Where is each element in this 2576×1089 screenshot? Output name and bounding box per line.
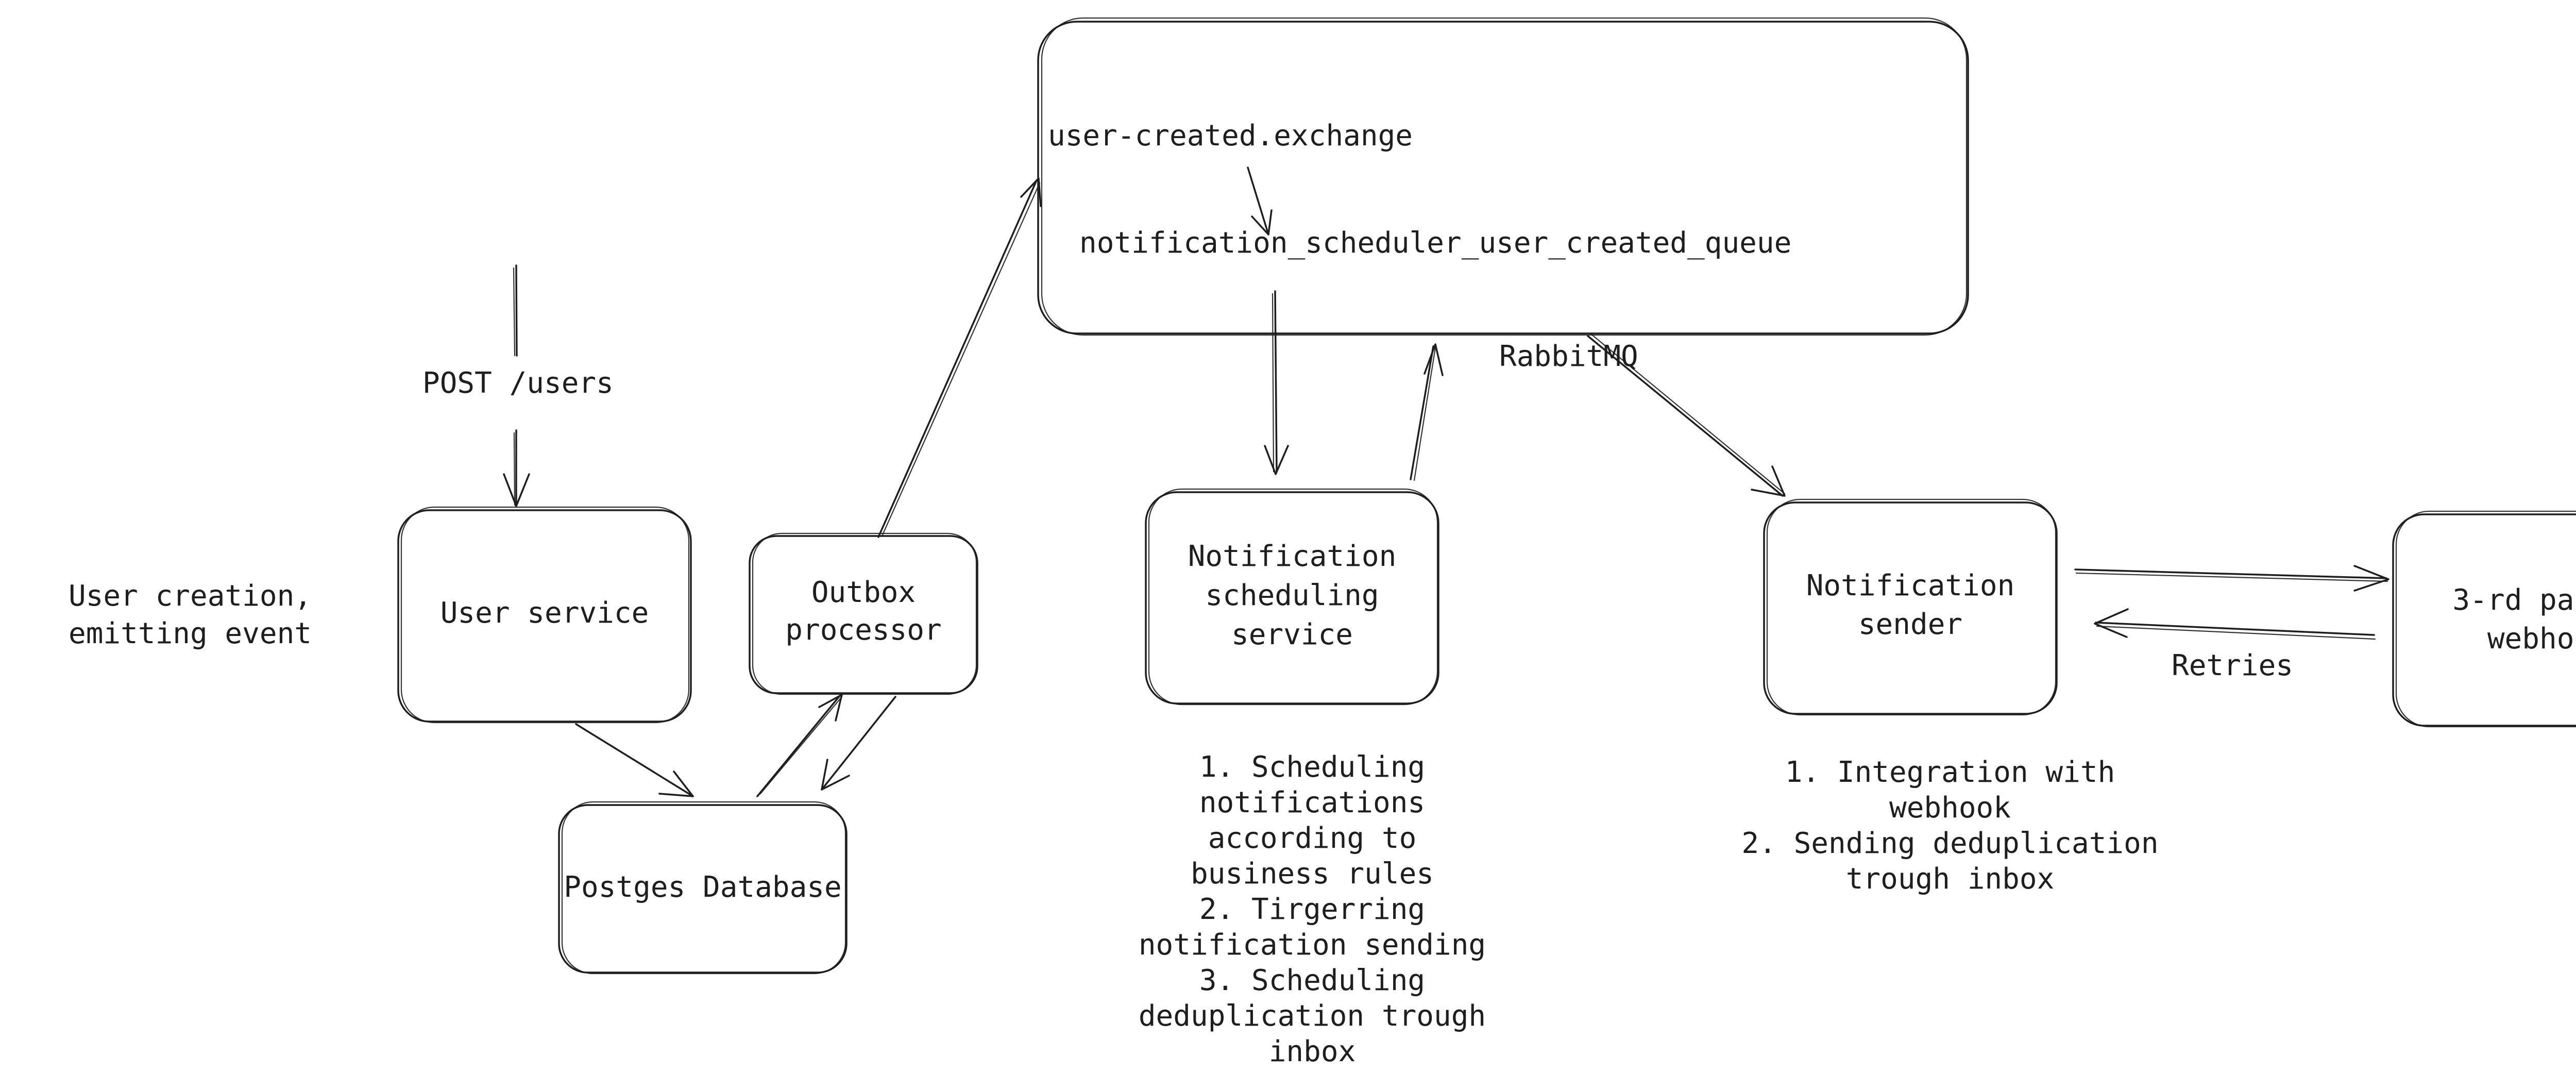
side-note: User creation, emitting event bbox=[69, 579, 312, 650]
postgres-to-outbox-arrow bbox=[756, 694, 843, 797]
outbox-to-postgres-arrow bbox=[821, 696, 896, 791]
notification-sender-node[interactable]: Notification sender bbox=[1763, 498, 2058, 716]
scheduling-note-line: business rules bbox=[1191, 857, 1434, 891]
postgres-database-node[interactable]: Postges Database bbox=[558, 801, 848, 975]
sender-note-line: 1. Integration with bbox=[1785, 756, 2115, 789]
side-note-line1: User creation, bbox=[69, 579, 312, 613]
request-label: POST /users bbox=[422, 366, 614, 400]
rabbitmq-to-sender-arrow bbox=[1587, 333, 1786, 497]
sender-note-line: webhook bbox=[1889, 791, 2011, 825]
webhook-to-sender-retry-arrow: Retries bbox=[2094, 608, 2376, 682]
scheduling-note-line: notification sending bbox=[1139, 928, 1486, 962]
queue-label: notification_scheduler_user_created_queu… bbox=[1079, 226, 1791, 260]
sender-note-line: trough inbox bbox=[1846, 862, 2055, 896]
third-party-line2: webhok bbox=[2487, 622, 2576, 656]
exchange-to-queue-arrow bbox=[1247, 166, 1273, 236]
outbox-processor-line1: Outbox bbox=[811, 576, 916, 609]
notification-sender-line2: sender bbox=[1858, 608, 1962, 641]
outbox-processor-node[interactable]: Outbox processor bbox=[749, 532, 978, 695]
scheduling-notes: 1. Scheduling notifications according to… bbox=[1139, 750, 1486, 1068]
notification-sender-line1: Notification bbox=[1806, 569, 2015, 602]
notification-scheduling-node[interactable]: Notification scheduling service bbox=[1145, 488, 1439, 706]
notification-scheduling-line1: Notification bbox=[1188, 540, 1397, 573]
rabbitmq-label: RabbitMQ bbox=[1499, 340, 1638, 373]
retries-label: Retries bbox=[2172, 649, 2293, 682]
scheduling-note-line: inbox bbox=[1269, 1035, 1356, 1068]
sender-notes: 1. Integration with webhook 2. Sending d… bbox=[1741, 756, 2158, 896]
user-service-to-postgres-arrow bbox=[575, 723, 694, 797]
outbox-to-rabbitmq-arrow bbox=[877, 177, 1042, 538]
request-arrow: POST /users bbox=[422, 264, 614, 507]
user-service-node[interactable]: User service bbox=[397, 506, 692, 724]
sender-note-line: 2. Sending deduplication bbox=[1741, 827, 2158, 860]
user-service-label: User service bbox=[440, 596, 649, 630]
notification-scheduling-line3: service bbox=[1231, 618, 1353, 651]
scheduling-note-line: deduplication trough bbox=[1139, 999, 1486, 1033]
postgres-database-label: Postges Database bbox=[564, 870, 841, 904]
third-party-line1: 3-rd party bbox=[2452, 583, 2576, 617]
exchange-label: user-created.exchange bbox=[1048, 119, 1413, 153]
outbox-processor-line2: processor bbox=[785, 613, 941, 647]
notification-scheduling-line2: scheduling bbox=[1205, 579, 1379, 612]
sender-to-webhook-arrow bbox=[2074, 565, 2389, 592]
third-party-webhook-node[interactable]: 3-rd party webhok bbox=[2392, 510, 2576, 728]
scheduling-note-line: according to bbox=[1208, 822, 1417, 855]
scheduling-note-line: 2. Tirgerring bbox=[1199, 893, 1425, 926]
scheduling-note-line: notifications bbox=[1199, 786, 1425, 819]
scheduling-note-line: 3. Scheduling bbox=[1199, 964, 1425, 997]
scheduling-note-line: 1. Scheduling bbox=[1199, 750, 1425, 784]
rabbitmq-node[interactable]: user-created.exchange notification_sched… bbox=[1037, 17, 1969, 373]
side-note-line2: emitting event bbox=[69, 617, 312, 650]
rabbitmq-to-scheduling-arrow bbox=[1264, 290, 1289, 475]
scheduling-to-rabbitmq-arrow bbox=[1410, 343, 1444, 481]
